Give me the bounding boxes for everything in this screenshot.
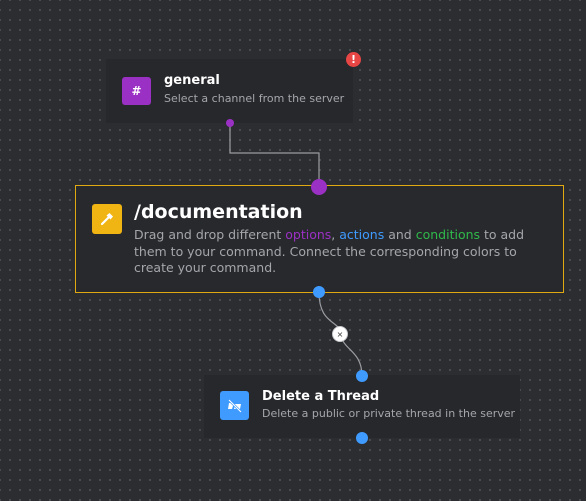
delete-thread-action-node[interactable]: Delete a Thread Delete a public or priva… (204, 375, 520, 438)
command-title: /documentation (134, 201, 303, 223)
delete-connection-button[interactable]: × (332, 326, 348, 342)
delete-thread-description: Delete a public or private thread in the… (262, 407, 516, 420)
channel-option-description: Select a channel from the server (164, 92, 345, 105)
command-desc-and: and (384, 227, 416, 242)
command-desc-comma: , (331, 227, 340, 242)
channel-option-title: general (164, 73, 220, 88)
actions-keyword: actions (339, 227, 385, 242)
action-output-port[interactable] (356, 432, 368, 444)
channel-option-icon-box: # (122, 77, 151, 105)
channel-option-node[interactable]: # general Select a channel from the serv… (106, 59, 353, 123)
command-option-input-port[interactable] (311, 179, 327, 195)
hammer-icon (100, 213, 113, 226)
thread-off-icon (227, 398, 242, 413)
command-description: Drag and drop different options, actions… (134, 227, 554, 277)
delete-thread-title: Delete a Thread (262, 389, 380, 404)
delete-thread-icon-box (220, 391, 249, 420)
option-output-port[interactable] (226, 119, 234, 127)
wire-general-to-command[interactable] (229, 123, 320, 183)
options-keyword: options (285, 227, 332, 242)
conditions-keyword: conditions (415, 227, 481, 242)
command-desc-suffix: to add them to your command. Connect the… (134, 227, 525, 275)
command-action-output-port[interactable] (313, 286, 325, 298)
command-desc-prefix: Drag and drop different (134, 227, 286, 242)
action-input-port[interactable] (356, 370, 368, 382)
hash-icon: # (131, 84, 142, 98)
command-node[interactable]: /documentation Drag and drop different o… (75, 185, 564, 293)
error-icon[interactable]: ! (346, 52, 361, 67)
command-icon-box (92, 204, 122, 234)
